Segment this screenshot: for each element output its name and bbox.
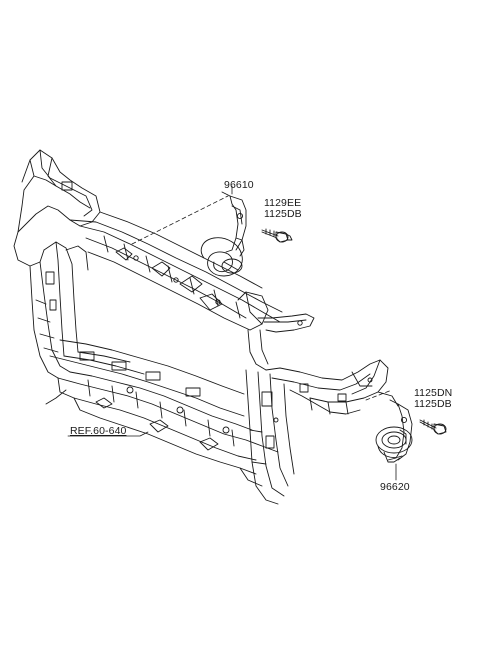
label-horn-low-part-number: 96620 [380,481,410,493]
leader-lines [131,195,393,401]
leader-horn-low [365,389,393,401]
front-end-module-carrier [13,149,399,505]
label-horn-high-bolt-1: 1129EE [264,197,302,209]
horn-high-assembly [200,191,293,277]
label-horn-low-bolt-2: 1125DB [414,398,452,410]
leader-horn-high [131,195,229,245]
label-horn-low-bolt-1: 1125DN [414,387,453,399]
label-horn-high-bolt-2: 1125DB [264,208,302,220]
horn-low-assembly [375,399,447,463]
label-reference: REF.60-640 [70,425,127,437]
leader-ref [67,431,149,437]
label-horn-high-part-number: 96610 [224,179,254,191]
callout-leaders [67,185,397,481]
